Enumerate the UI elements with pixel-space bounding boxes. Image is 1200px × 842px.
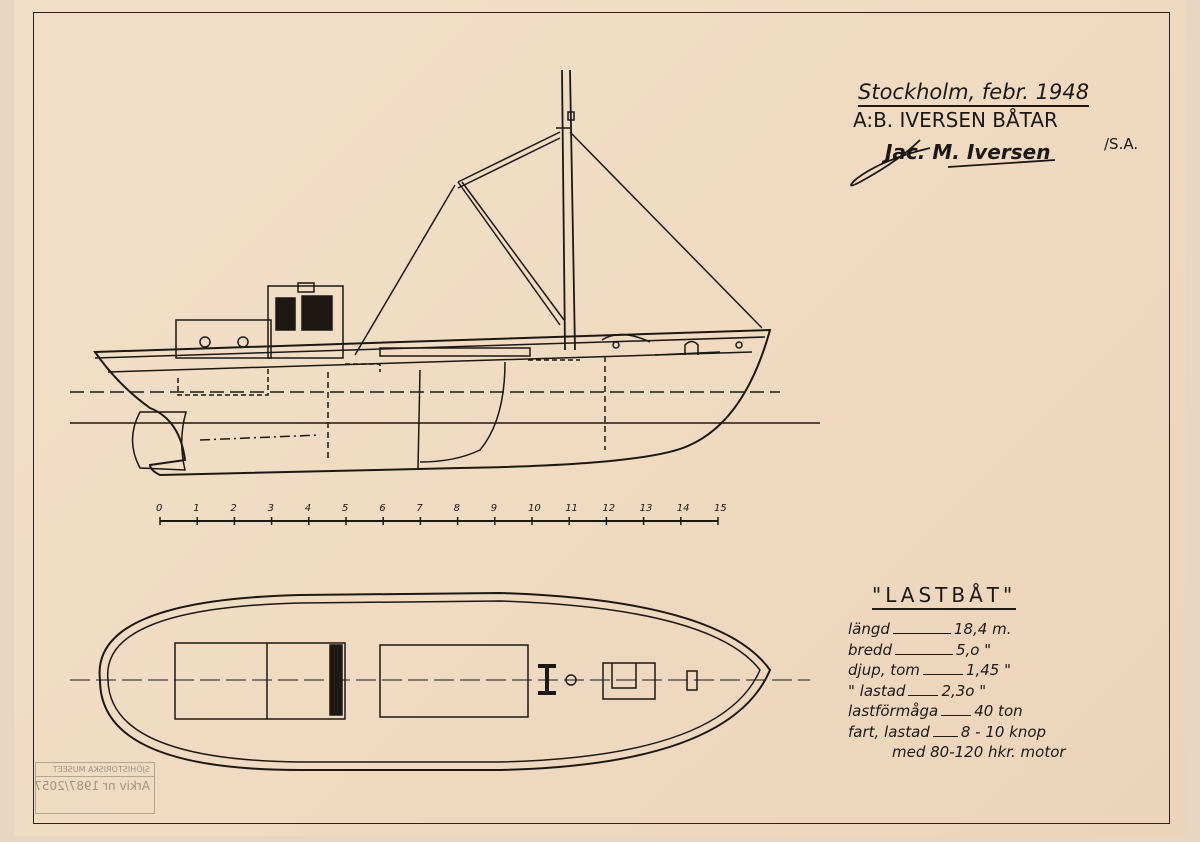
spec-row: längd 18,4 m.	[848, 620, 1011, 638]
spec-value: 5,o "	[955, 640, 992, 659]
spec-label: djup, tom	[848, 661, 920, 679]
spec-leader-line	[941, 714, 972, 716]
drawing-title: "LASTBÅT"	[872, 583, 1017, 610]
plan-view	[70, 591, 810, 771]
drawing-frame	[33, 12, 1170, 824]
scale-tick-label: 3	[267, 503, 274, 514]
spec-row: djup, tom 1,45 "	[848, 661, 1011, 679]
place-date: Stockholm, febr. 1948	[858, 80, 1090, 107]
spec-value: 40 ton	[974, 702, 1023, 720]
rudder-propeller	[131, 411, 187, 471]
spec-value: med 80-120 hkr. motor	[892, 743, 1066, 761]
spec-value: 18,4 m.	[953, 620, 1012, 638]
scale-tick-label: 1	[193, 503, 200, 514]
signature-flourish	[850, 139, 1056, 187]
spec-value: 8 - 10 knop	[960, 722, 1047, 741]
scale-tick-label: 14	[676, 503, 690, 514]
spec-row: bredd 5,o "	[848, 641, 991, 659]
spec-label: " lastad	[848, 681, 906, 700]
scale-tick-label: 13	[639, 503, 653, 514]
spec-row: fart, lastad 8 - 10 knop	[848, 723, 1046, 741]
company-name: A:B. IVERSEN BÅTAR	[853, 108, 1058, 132]
scale-tick-label: 5	[342, 503, 349, 514]
scale-tick-label: 8	[453, 503, 460, 514]
spec-label: lastförmåga	[848, 702, 939, 720]
spec-value: 2,3o "	[941, 681, 987, 700]
scale-tick-label: 4	[304, 503, 312, 514]
scale-tick-label: 11	[565, 503, 578, 514]
spec-row: " lastad 2,3o "	[848, 682, 986, 700]
spec-leader-line	[908, 694, 939, 696]
scale-tick-label: 12	[602, 503, 616, 514]
scale-tick-label: 7	[416, 503, 423, 514]
spec-row: med 80-120 hkr. motor	[892, 743, 1066, 761]
spec-label: bredd	[848, 640, 892, 659]
signature: Jac. M. Iversen	[885, 140, 1051, 164]
spec-leader-line	[922, 673, 963, 675]
spec-leader-line	[894, 653, 953, 655]
stamp-line-1: SJÖHISTORISKA MUSEET	[52, 765, 150, 774]
museum-stamp: SJÖHISTORISKA MUSEET Arkiv nr 1987/2057	[34, 762, 155, 814]
side-profile	[70, 69, 820, 477]
scale-tick-label: 10	[528, 503, 541, 514]
scale-tick-label: 9	[490, 503, 498, 514]
spec-row: lastförmåga 40 ton	[848, 702, 1023, 720]
scale-tick-label: 15	[714, 503, 727, 514]
stamp-line-2: Arkiv nr 1987/2057	[34, 776, 154, 795]
spec-leader-line	[932, 735, 958, 737]
scale-tick-label: 2	[230, 503, 237, 514]
company-suffix: /S.A.	[1104, 135, 1139, 153]
paper-sheet	[14, 0, 1186, 836]
spec-label: fart, lastad	[848, 722, 930, 741]
spec-leader-line	[892, 632, 951, 634]
spec-label: längd	[848, 620, 890, 638]
scale-tick-label: 6	[379, 503, 386, 514]
scale-tick-label: 0	[156, 503, 163, 514]
spec-value: 1,45 "	[965, 661, 1012, 679]
